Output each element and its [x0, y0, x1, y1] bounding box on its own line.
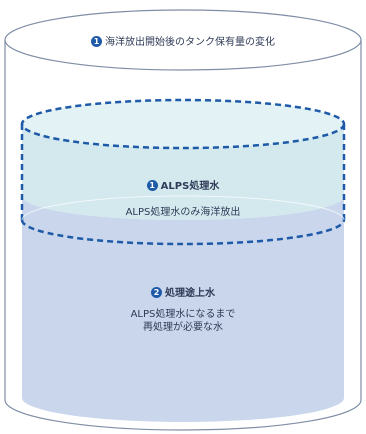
untreated-label: 処理途上水: [165, 288, 215, 299]
untreated-desc-line-1: ALPS処理水になるまで: [130, 309, 236, 320]
alps-interface-back: [21, 195, 345, 221]
tank-bottom-rim: [4, 399, 362, 431]
untreated-marker: 2: [151, 287, 162, 298]
alps-dashed-bottom: [20, 219, 346, 246]
alps-water-surface: [22, 100, 344, 148]
untreated-desc-line-2: 再処理が必要な水: [143, 321, 223, 333]
untreated-water-description: ALPS処理水になるまで 再処理が必要な水: [0, 309, 366, 334]
title-marker: 1: [91, 36, 102, 47]
untreated-water-region: [22, 196, 344, 422]
title-text: 海洋放出開始後のタンク保有量の変化: [105, 37, 275, 48]
alps-water-description: ALPS処理水のみ海洋放出: [125, 207, 241, 218]
alps-label: ALPS処理水: [160, 181, 220, 192]
alps-marker: 1: [146, 180, 158, 191]
